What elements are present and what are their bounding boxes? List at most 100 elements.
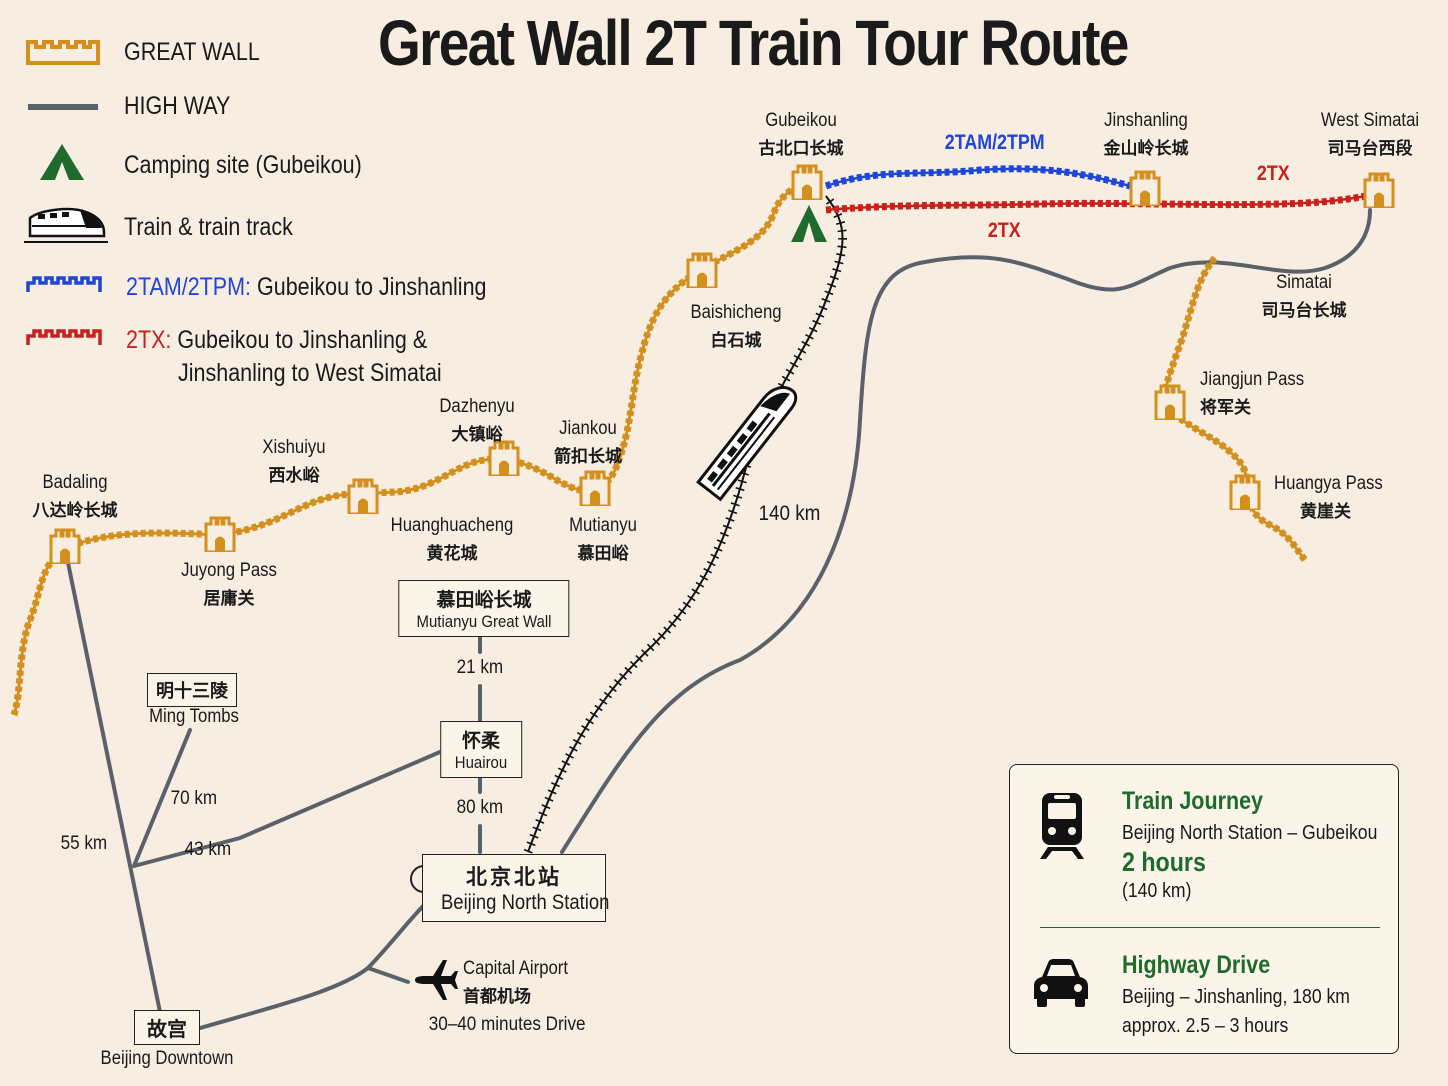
place-mutianyu: Mutianyu 慕田峪	[564, 515, 641, 564]
place-name-en: Jiankou	[559, 418, 617, 439]
highway-drive-section: Highway Drive Beijing – Jinshanling, 180…	[1122, 951, 1381, 1038]
place-name-en: Badaling	[42, 472, 108, 493]
huairou-branch-distance: 43 km	[184, 839, 232, 860]
box-name-zh: 北京北站	[466, 866, 562, 889]
place-jinshanling: Jinshanling 金山岭长城	[1098, 110, 1193, 159]
place-name-zh: 箭扣长城	[554, 447, 622, 466]
place-name-zh: 大镇峪	[451, 425, 503, 444]
train-journey-route: Beijing North Station – Gubeikou	[1122, 822, 1378, 844]
train-front-icon	[1040, 793, 1084, 859]
highway-drive-time: approx. 2.5 – 3 hours	[1122, 1015, 1289, 1037]
legend-label: GREAT WALL	[124, 38, 260, 66]
highway-ming-tombs	[132, 728, 192, 868]
place-baishicheng: Baishicheng 白石城	[684, 302, 788, 351]
journey-info-panel: Train Journey Beijing North Station – Gu…	[1009, 764, 1399, 1054]
place-name-zh: 黄崖关	[1300, 502, 1351, 521]
train-journey-section: Train Journey Beijing North Station – Gu…	[1122, 787, 1412, 903]
route-2tam-label: 2TAM/2TPM	[944, 131, 1045, 154]
great-wall-icon	[26, 40, 100, 65]
legend-route-text: 2TX: Gubeikou to Jinshanling &	[126, 326, 427, 355]
place-name-en: Huanghuacheng	[390, 515, 514, 536]
route-2tx-base	[825, 194, 1367, 212]
train-journey-time: 2 hours	[1122, 847, 1206, 877]
huairou-box: 怀柔 Huairou	[440, 721, 522, 778]
place-name-en: Jiangjun Pass	[1200, 369, 1305, 390]
box-name-en: Huairou	[454, 753, 508, 772]
highway-airport-station	[366, 903, 426, 970]
car-icon	[1034, 959, 1088, 1007]
place-juyong: Juyong Pass 居庸关	[175, 560, 284, 609]
airport-drive-note: 30–40 minutes Drive	[428, 1014, 586, 1035]
capital-airport-label: Capital Airport 首都机场	[463, 958, 582, 1007]
place-name-zh: 司马台长城	[1261, 301, 1347, 320]
legend-label: Gubeikou to Jinshanling	[251, 273, 487, 301]
train-distance: 140 km	[758, 502, 821, 525]
box-name-en: Beijing Downtown	[100, 1048, 234, 1069]
legend-label: Camping site (Gubeikou)	[124, 151, 362, 179]
legend-item-2tam: 2TAM/2TPM: Gubeikou to Jinshanling	[126, 273, 545, 302]
place-name-en: Jinshanling	[1104, 110, 1188, 131]
highways	[63, 208, 1372, 1030]
tower-badaling	[49, 528, 81, 564]
place-name-zh: 司马台西段	[1327, 139, 1413, 158]
train-journey-heading: Train Journey	[1122, 787, 1263, 815]
legend-route-code: 2TAM/2TPM:	[126, 273, 252, 301]
legend-label: Jinshanling to West Simatai	[178, 359, 442, 387]
route-2tx-label-west: 2TX	[987, 219, 1021, 242]
train-icon	[696, 386, 798, 502]
place-badaling: Badaling 八达岭长城	[33, 472, 118, 521]
legend-item-train: Train & train track	[124, 213, 320, 242]
place-name-en: Xishuiyu	[262, 437, 326, 458]
legend-item-2tx-line2: Jinshanling to West Simatai	[178, 359, 485, 388]
box-name-zh: 慕田峪长城	[436, 590, 532, 611]
legend-label: Gubeikou to Jinshanling &	[171, 326, 428, 354]
place-name-en: Huangya Pass	[1274, 473, 1383, 494]
box-name-zh: 明十三陵	[156, 681, 228, 701]
legend-label: HIGH WAY	[124, 92, 231, 120]
legend-label: Train & train track	[124, 213, 293, 241]
station-marker	[410, 865, 425, 893]
tower-west-simatai	[1363, 172, 1395, 208]
great-wall-simatai-branch-base	[1163, 256, 1307, 561]
place-simatai: Simatai 司马台长城	[1262, 272, 1347, 321]
place-name-zh: 白石城	[710, 331, 762, 350]
tower-juyong	[204, 516, 236, 552]
info-divider	[1040, 927, 1380, 928]
legend-route-text: 2TAM/2TPM: Gubeikou to Jinshanling	[126, 273, 487, 302]
legend-item-highway: HIGH WAY	[124, 92, 248, 121]
place-name-en: Mutianyu	[569, 515, 637, 536]
page-title: Great Wall 2T Train Tour Route	[378, 7, 1129, 79]
highway-downtown-airport	[198, 965, 410, 1030]
highway-badaling-downtown	[63, 546, 162, 1014]
airport-name-en: Capital Airport	[463, 958, 569, 979]
place-west-simatai: West Simatai 司马台西段	[1314, 110, 1426, 159]
legend-route-code: 2TX:	[126, 326, 172, 354]
airplane-icon	[415, 960, 458, 1000]
place-name-zh: 金山岭长城	[1103, 139, 1189, 158]
beijing-downtown-box: 故宫	[134, 1010, 200, 1045]
place-name-zh: 西水峪	[268, 466, 320, 485]
legend-item-2tx: 2TX: Gubeikou to Jinshanling &	[126, 326, 476, 355]
ming-tombs-distance: 70 km	[170, 788, 218, 809]
legend-item-great-wall: GREAT WALL	[124, 38, 282, 67]
highway-jinshanling	[560, 208, 1372, 854]
place-name-en: West Simatai	[1320, 110, 1420, 131]
mutianyu-great-wall-box: 慕田峪长城 Mutianyu Great Wall	[398, 580, 570, 637]
place-huanghuacheng: Huanghuacheng 黄花城	[382, 515, 521, 564]
highway-drive-heading: Highway Drive	[1122, 951, 1271, 979]
place-name-zh: 八达岭长城	[32, 501, 118, 520]
highway-huairou	[132, 750, 442, 868]
red-wall-route-icon	[26, 329, 102, 345]
box-name-zh: 故宫	[147, 1019, 187, 1041]
tower-xishuiyu	[347, 478, 379, 514]
place-name-zh: 将军关	[1200, 398, 1251, 417]
blue-wall-route-icon	[26, 276, 102, 292]
place-xishuiyu: Xishuiyu 西水峪	[258, 437, 330, 486]
ming-tombs-label: Ming Tombs	[143, 706, 245, 728]
mutianyu-huairou-distance: 21 km	[456, 657, 504, 678]
place-name-zh: 慕田峪	[577, 544, 629, 563]
tower-gubeikou	[791, 164, 823, 200]
place-name-en: Dazhenyu	[439, 396, 515, 417]
